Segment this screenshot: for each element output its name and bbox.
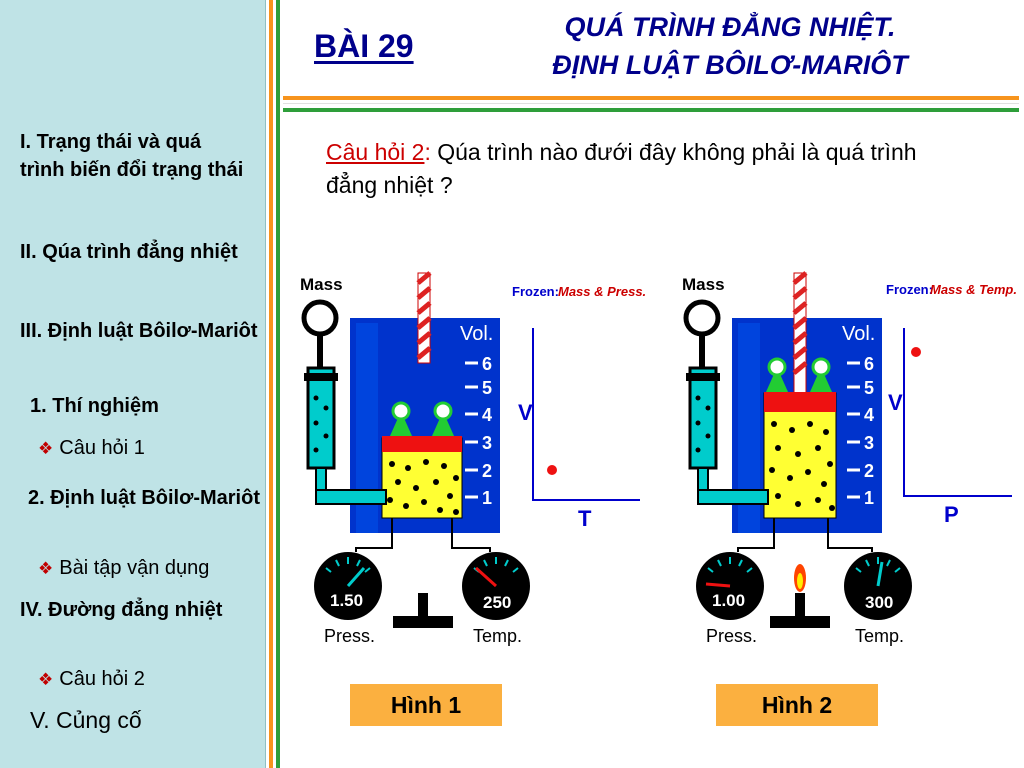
frozen-value: Mass & Press.	[558, 284, 646, 299]
pump	[688, 366, 718, 470]
pressure-value: 1.00	[712, 591, 745, 610]
piston	[382, 436, 462, 452]
sidebar-item-label: II. Qúa trình đẳng nhiệt	[20, 241, 238, 263]
svg-text:2: 2	[482, 461, 492, 481]
sidebar-item-duong-dang-nhiet[interactable]: IV. Đường đẳng nhiệt	[20, 596, 240, 624]
svg-text:3: 3	[482, 433, 492, 453]
svg-text:6: 6	[864, 354, 874, 374]
sidebar-item-thi-nghiem[interactable]: 1. Thí nghiệm	[30, 392, 250, 420]
vol-label: Vol.	[460, 323, 493, 345]
question-text: Câu hỏi 2: Qúa trình nào đưới đây không …	[326, 136, 966, 202]
sidebar-item-label: IV. Đường đẳng nhiệt	[20, 599, 223, 621]
sidebar-item-label: 1. Thí nghiệm	[30, 395, 159, 417]
sidebar-item-bai-tap[interactable]: ❖ Bài tập vận dụng	[38, 554, 263, 583]
sidebar-item-cau-hoi-2[interactable]: ❖ Câu hỏi 2	[38, 665, 258, 694]
graph-x-label: T	[578, 506, 592, 531]
divider-stripe	[269, 0, 273, 768]
piston	[764, 392, 836, 412]
sidebar-item-dinh-luat[interactable]: III. Định luật Bôilơ-Mariôt	[20, 317, 260, 345]
header-divider	[283, 96, 1019, 100]
svg-text:4: 4	[864, 405, 874, 425]
sidebar-item-label: Câu hỏi 2	[59, 668, 145, 690]
header-divider	[283, 108, 1019, 112]
svg-text:1: 1	[482, 488, 492, 508]
page-title-line1: QUÁ TRÌNH ĐẲNG NHIỆT.	[564, 12, 896, 42]
frozen-label: Frozen:	[512, 284, 559, 299]
sidebar-item-cung-co[interactable]: V. Củng cố	[30, 706, 250, 734]
lesson-title: BÀI 29	[314, 28, 414, 64]
flame-icon	[794, 564, 806, 592]
sidebar-item-label: V. Củng cố	[30, 707, 142, 733]
burner-stand	[393, 616, 453, 628]
piston-rod	[792, 271, 808, 399]
temperature-value: 300	[865, 593, 893, 612]
diamond-bullet-icon: ❖	[38, 559, 54, 578]
svg-text:1: 1	[864, 488, 874, 508]
page-title-line2: ĐỊNH LUẬT BÔILƠ-MARIÔT	[552, 50, 908, 80]
graph-y-label: V	[518, 400, 533, 425]
graph-axes	[532, 328, 640, 501]
question-colon: :	[424, 139, 431, 165]
diamond-bullet-icon: ❖	[38, 670, 54, 689]
svg-text:5: 5	[482, 378, 492, 398]
svg-text:3: 3	[864, 433, 874, 453]
temperature-label: Temp.	[473, 626, 522, 646]
divider-stripe	[276, 0, 280, 768]
temperature-label: Temp.	[855, 626, 904, 646]
svg-text:5: 5	[864, 378, 874, 398]
frozen-value: Mass & Temp.	[930, 282, 1017, 297]
vol-label: Vol.	[842, 323, 875, 345]
question-body: Qúa trình nào đưới đây không phải là quá…	[326, 139, 917, 198]
page-title: QUÁ TRÌNH ĐẲNG NHIỆT. ĐỊNH LUẬT BÔILƠ-MA…	[470, 8, 990, 84]
question-label: Câu hỏi 2	[326, 139, 425, 165]
temperature-value: 250	[483, 593, 511, 612]
mass-label: Mass	[682, 275, 725, 294]
graph-y-label: V	[888, 390, 903, 415]
sidebar-item-qua-trinh-dang-nhiet[interactable]: II. Qúa trình đẳng nhiệt	[20, 238, 250, 266]
pressure-label: Press.	[706, 626, 757, 646]
sidebar-item-label: Câu hỏi 1	[59, 437, 145, 459]
sidebar-item-label: Bài tập vận dụng	[59, 557, 210, 579]
pump	[306, 366, 336, 470]
piston-rod	[416, 271, 432, 364]
sidebar-item-trang-thai[interactable]: I. Trạng thái và quá trình biến đổi trạn…	[20, 128, 250, 184]
graph-point	[547, 465, 557, 475]
mass-label: Mass	[300, 275, 343, 294]
sidebar-item-dinh-luat-2[interactable]: 2. Định luật Bôilơ-Mariôt	[28, 484, 260, 512]
figure-2-caption: Hình 2	[716, 684, 878, 726]
diamond-bullet-icon: ❖	[38, 439, 54, 458]
header-divider	[283, 103, 1019, 107]
divider-stripe	[273, 0, 276, 768]
graph-x-label: P	[944, 502, 959, 527]
svg-text:4: 4	[482, 405, 492, 425]
divider-stripe	[266, 0, 269, 768]
graph-axes	[903, 328, 1012, 497]
pressure-label: Press.	[324, 626, 375, 646]
graph-point	[911, 347, 921, 357]
mass-gauge	[683, 299, 721, 337]
figure-2-apparatus: Vol. 6 5 4 3 2 1 Mass 1.00 Press. 300 Te…	[682, 271, 1017, 646]
frozen-label: Frozen:	[886, 282, 933, 297]
mass-gauge	[301, 299, 339, 337]
figure-1-apparatus: Vol. 6 5 4 3 2 1 Mass 1.50 Press. 250 Te…	[300, 271, 646, 646]
sidebar-item-label: III. Định luật Bôilơ-Mariôt	[20, 320, 258, 342]
sidebar-item-label: 2. Định luật Bôilơ-Mariôt	[28, 487, 260, 509]
svg-text:2: 2	[864, 461, 874, 481]
burner-stand	[770, 616, 830, 628]
svg-text:6: 6	[482, 354, 492, 374]
sidebar: I. Trạng thái và quá trình biến đổi trạn…	[0, 0, 266, 768]
pressure-value: 1.50	[330, 591, 363, 610]
figure-1-caption: Hình 1	[350, 684, 502, 726]
sidebar-item-cau-hoi-1[interactable]: ❖ Câu hỏi 1	[38, 434, 258, 463]
sidebar-item-label: I. Trạng thái và quá trình biến đổi trạn…	[20, 131, 244, 181]
